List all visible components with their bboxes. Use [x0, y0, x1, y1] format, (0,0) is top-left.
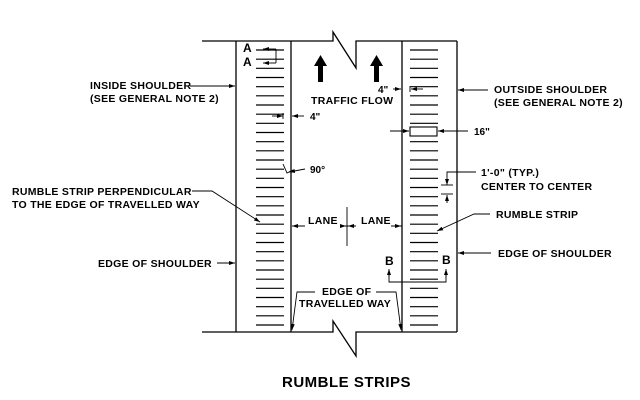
- dimension-4in-left: 4": [272, 112, 321, 123]
- outside-shoulder-note: (SEE GENERAL NOTE 2): [494, 97, 623, 109]
- perpendicular-label: RUMBLE STRIP PERPENDICULAR: [12, 186, 192, 198]
- dim-4in-left-label: 4": [310, 112, 321, 123]
- dim-16in-label: 16": [474, 127, 490, 138]
- traffic-flow-label: TRAFFIC FLOW: [311, 95, 393, 107]
- rumble-strip-leader: [436, 213, 490, 232]
- edge-of-travelled-way-label: EDGE OF: [322, 286, 372, 298]
- edge-of-shoulder-left-label: EDGE OF SHOULDER: [98, 258, 212, 270]
- perpendicular-label-2: TO THE EDGE OF TRAVELLED WAY: [12, 199, 200, 211]
- section-b-left-label: B: [385, 254, 394, 268]
- edge-of-shoulder-right-label: EDGE OF SHOULDER: [498, 248, 612, 260]
- dimension-4in-right: 4": [378, 85, 423, 96]
- section-a-bottom-label: A: [243, 55, 252, 69]
- spacing-label: 1'-0" (TYP.): [481, 167, 539, 179]
- angle-90-callout: 90°: [282, 163, 325, 176]
- dimension-16in: 16": [390, 126, 490, 138]
- right-rumble-strips: [410, 49, 438, 326]
- dim-4in-right-label: 4": [378, 85, 389, 96]
- inside-shoulder-label: INSIDE SHOULDER: [90, 80, 191, 92]
- left-rumble-strips: [256, 49, 284, 326]
- inside-shoulder-note: (SEE GENERAL NOTE 2): [90, 93, 219, 105]
- bottom-edge-line: [202, 318, 457, 359]
- angle-90-label: 90°: [310, 165, 325, 176]
- perpendicular-leader: [192, 190, 261, 223]
- lane-dimension: LANE LANE: [292, 207, 402, 246]
- top-edge-line: [202, 29, 457, 71]
- traffic-arrow-right: [370, 55, 383, 82]
- lane-right-label: LANE: [361, 215, 391, 227]
- section-b-right-label: B: [442, 253, 451, 267]
- section-b-marker: B B: [385, 253, 451, 283]
- traffic-arrow-left: [314, 55, 327, 82]
- section-a-top-label: A: [243, 41, 252, 55]
- edge-tw-leader-right: [376, 291, 403, 331]
- rumble-strip-label: RUMBLE STRIP: [496, 209, 578, 221]
- section-a-marker: A A: [243, 41, 277, 69]
- lane-left-label: LANE: [308, 215, 338, 227]
- edge-of-travelled-way-label-2: TRAVELLED WAY: [299, 298, 391, 310]
- outside-shoulder-label: OUTSIDE SHOULDER: [494, 84, 607, 96]
- edge-tw-leader-left: [290, 291, 315, 331]
- spacing-label-2: CENTER TO CENTER: [481, 181, 592, 193]
- drawing-title: RUMBLE STRIPS: [282, 374, 411, 391]
- spacing-dimension: 1'-0" (TYP.) CENTER TO CENTER: [441, 167, 592, 203]
